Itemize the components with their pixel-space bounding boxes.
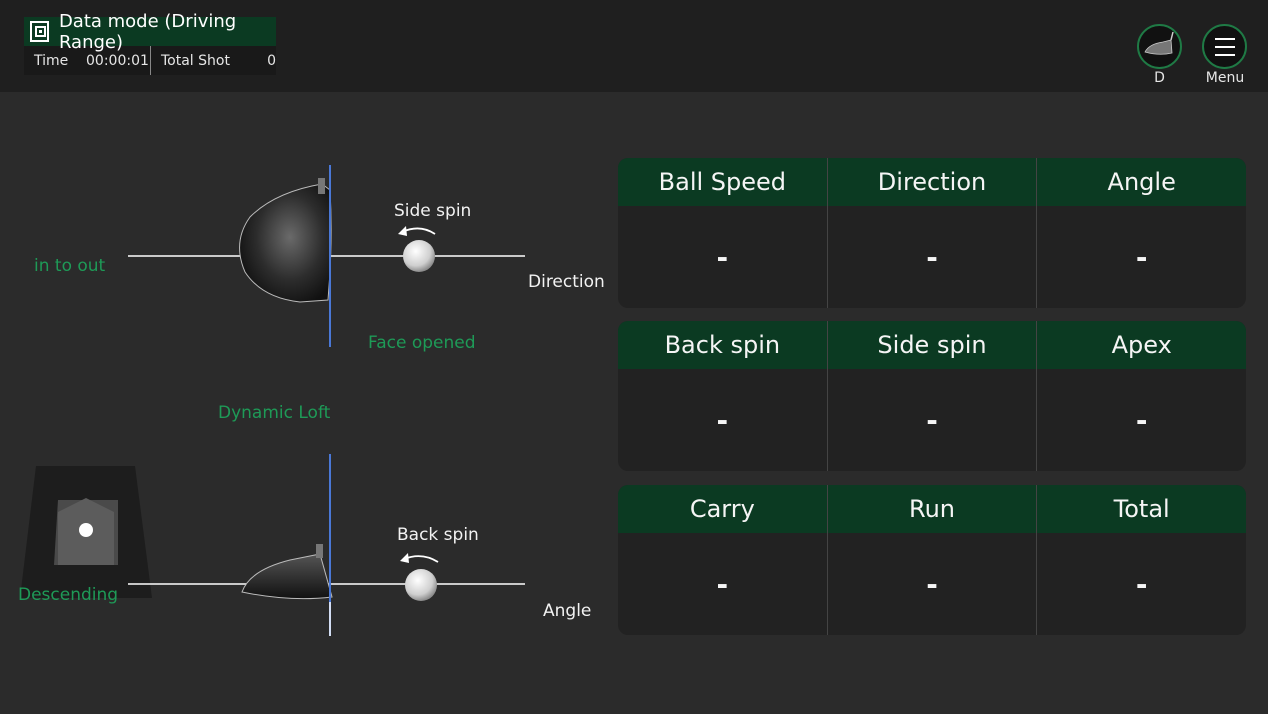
data-row-values: - - - <box>618 369 1246 471</box>
attack-angle-label: Descending <box>18 585 119 605</box>
apex-value: - <box>1135 403 1148 437</box>
time-value: 00:00:01 <box>86 52 149 69</box>
top-bar: Data mode (Driving Range) Time 00:00:01 … <box>0 0 1268 92</box>
ball-speed-value: - <box>618 206 828 308</box>
mode-title: Data mode (Driving Range) <box>58 10 237 53</box>
total-value: - <box>1135 567 1148 601</box>
club-label: D <box>1154 70 1165 86</box>
swing-diagram <box>20 165 525 636</box>
back-spin-header: Back spin <box>618 321 828 369</box>
back-spin-diagram-label: Back spin <box>397 525 479 545</box>
club-head-side <box>241 553 333 600</box>
apex-header: Apex <box>1111 331 1172 359</box>
side-spin-value: - <box>828 369 1038 471</box>
attack-ball-icon <box>79 523 93 537</box>
driver-club-icon <box>1144 31 1174 55</box>
side-spin-diagram-label: Side spin <box>394 201 472 221</box>
carry-value: - <box>618 533 828 635</box>
run-value: - <box>828 533 1038 635</box>
mode-panel: Data mode (Driving Range) Time 00:00:01 … <box>24 11 276 75</box>
menu-button[interactable] <box>1202 24 1247 69</box>
total-shot-label: Total Shot <box>161 52 230 69</box>
club-select-button[interactable] <box>1137 24 1182 69</box>
club-hosel-side <box>316 544 323 558</box>
face-angle-label: Face opened <box>368 333 476 353</box>
direction-value: - <box>828 206 1038 308</box>
carry-header: Carry <box>618 485 828 533</box>
back-spin-arrowhead-icon <box>400 553 409 563</box>
angle-value: - <box>1135 240 1148 274</box>
ball-speed-header: Ball Speed <box>618 158 828 206</box>
data-row-header: Back spin Side spin Apex <box>618 321 1246 369</box>
data-row-2: Back spin Side spin Apex - - - <box>618 321 1246 471</box>
side-spin-arrow-icon <box>401 227 436 235</box>
data-row-1: Ball Speed Direction Angle - - - <box>618 158 1246 308</box>
club-hosel <box>318 178 325 194</box>
mode-title-bar: Data mode (Driving Range) <box>24 11 276 53</box>
angle-header: Angle <box>1107 168 1176 196</box>
swing-path-label: in to out <box>34 256 106 276</box>
menu-label: Menu <box>1205 70 1245 86</box>
session-stats: Time 00:00:01 Total Shot 0 <box>24 46 276 75</box>
data-row-header: Carry Run Total <box>618 485 1246 533</box>
top-view <box>128 165 525 347</box>
total-shot-value: 0 <box>267 52 276 69</box>
side-spin-arrowhead-icon <box>398 226 407 236</box>
time-label: Time <box>34 52 69 69</box>
stats-divider <box>150 46 151 75</box>
total-header: Total <box>1113 495 1170 523</box>
angle-axis-label: Angle <box>543 601 592 621</box>
data-row-values: - - - <box>618 206 1246 308</box>
direction-header: Direction <box>828 158 1038 206</box>
hamburger-icon <box>1215 38 1235 56</box>
back-spin-value: - <box>618 369 828 471</box>
data-row-values: - - - <box>618 533 1246 635</box>
golf-ball-top <box>403 240 435 272</box>
direction-axis-label: Direction <box>528 272 605 292</box>
data-row-header: Ball Speed Direction Angle <box>618 158 1246 206</box>
dynamic-loft-label: Dynamic Loft <box>218 403 331 423</box>
back-spin-arrow-icon <box>403 555 439 563</box>
golf-ball-side <box>405 569 437 601</box>
side-spin-header: Side spin <box>828 321 1038 369</box>
data-row-3: Carry Run Total - - - <box>618 485 1246 635</box>
club-head-top <box>239 183 332 303</box>
target-icon <box>30 21 49 42</box>
side-view <box>20 454 525 636</box>
run-header: Run <box>828 485 1038 533</box>
